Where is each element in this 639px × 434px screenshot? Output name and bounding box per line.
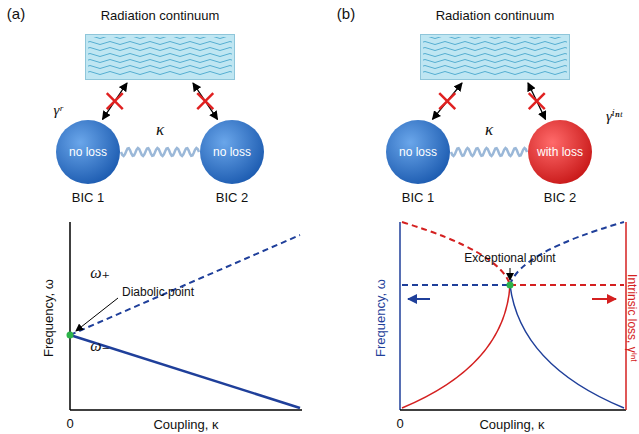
bic-name: BIC 1 bbox=[402, 190, 435, 205]
loss-text: no loss bbox=[399, 145, 437, 159]
continuum-box: Radiation continuum bbox=[420, 34, 570, 80]
plot-a bbox=[67, 222, 303, 410]
annotation: Frequency, ω bbox=[373, 279, 388, 357]
annotation: 0 bbox=[66, 416, 73, 431]
annotation: 0 bbox=[396, 416, 403, 431]
coupling-label: κ bbox=[156, 120, 164, 140]
loss-text: no loss bbox=[69, 145, 107, 159]
connector bbox=[528, 83, 545, 119]
loss-text: no loss bbox=[213, 145, 251, 159]
continuum-fill bbox=[85, 34, 235, 80]
bic-resonator: no lossBIC 1 bbox=[385, 119, 451, 185]
bic-resonator: no lossBIC 2 bbox=[199, 119, 265, 185]
annotation: Exceptional point bbox=[464, 251, 555, 265]
annotation: (a) bbox=[7, 5, 25, 22]
connector bbox=[451, 148, 527, 156]
loss-text: with loss bbox=[537, 145, 583, 159]
annotation: Intrinsic loss, γⁱⁿᵗ bbox=[625, 274, 639, 362]
bic-name: BIC 2 bbox=[544, 190, 577, 205]
bic-name: BIC 2 bbox=[216, 190, 249, 205]
continuum-title: Radiation continuum bbox=[436, 8, 555, 23]
connector bbox=[433, 83, 462, 119]
annotation: Coupling, κ bbox=[479, 417, 544, 432]
annotation: ω₊ bbox=[90, 263, 110, 282]
annotation: γʳ bbox=[53, 102, 62, 119]
annotation: ω₋ bbox=[90, 336, 110, 355]
bic-resonator: with lossBIC 2 bbox=[527, 119, 593, 185]
bic-resonator: no lossBIC 1 bbox=[55, 119, 121, 185]
annotation: γⁱⁿᵗ bbox=[606, 107, 622, 125]
continuum-title: Radiation continuum bbox=[101, 8, 220, 23]
connector bbox=[103, 83, 127, 119]
plot-b bbox=[400, 222, 626, 410]
continuum-box: Radiation continuum bbox=[85, 34, 235, 80]
connector bbox=[121, 148, 199, 156]
continuum-fill bbox=[420, 34, 570, 80]
connector bbox=[193, 83, 217, 119]
annotation: Coupling, κ bbox=[153, 417, 218, 432]
annotation: Diabolic point bbox=[122, 285, 194, 299]
annotation: (b) bbox=[337, 5, 355, 22]
annotation: Frequency, ω bbox=[41, 279, 56, 357]
bic-name: BIC 1 bbox=[72, 190, 105, 205]
coupling-label: κ bbox=[485, 120, 493, 140]
